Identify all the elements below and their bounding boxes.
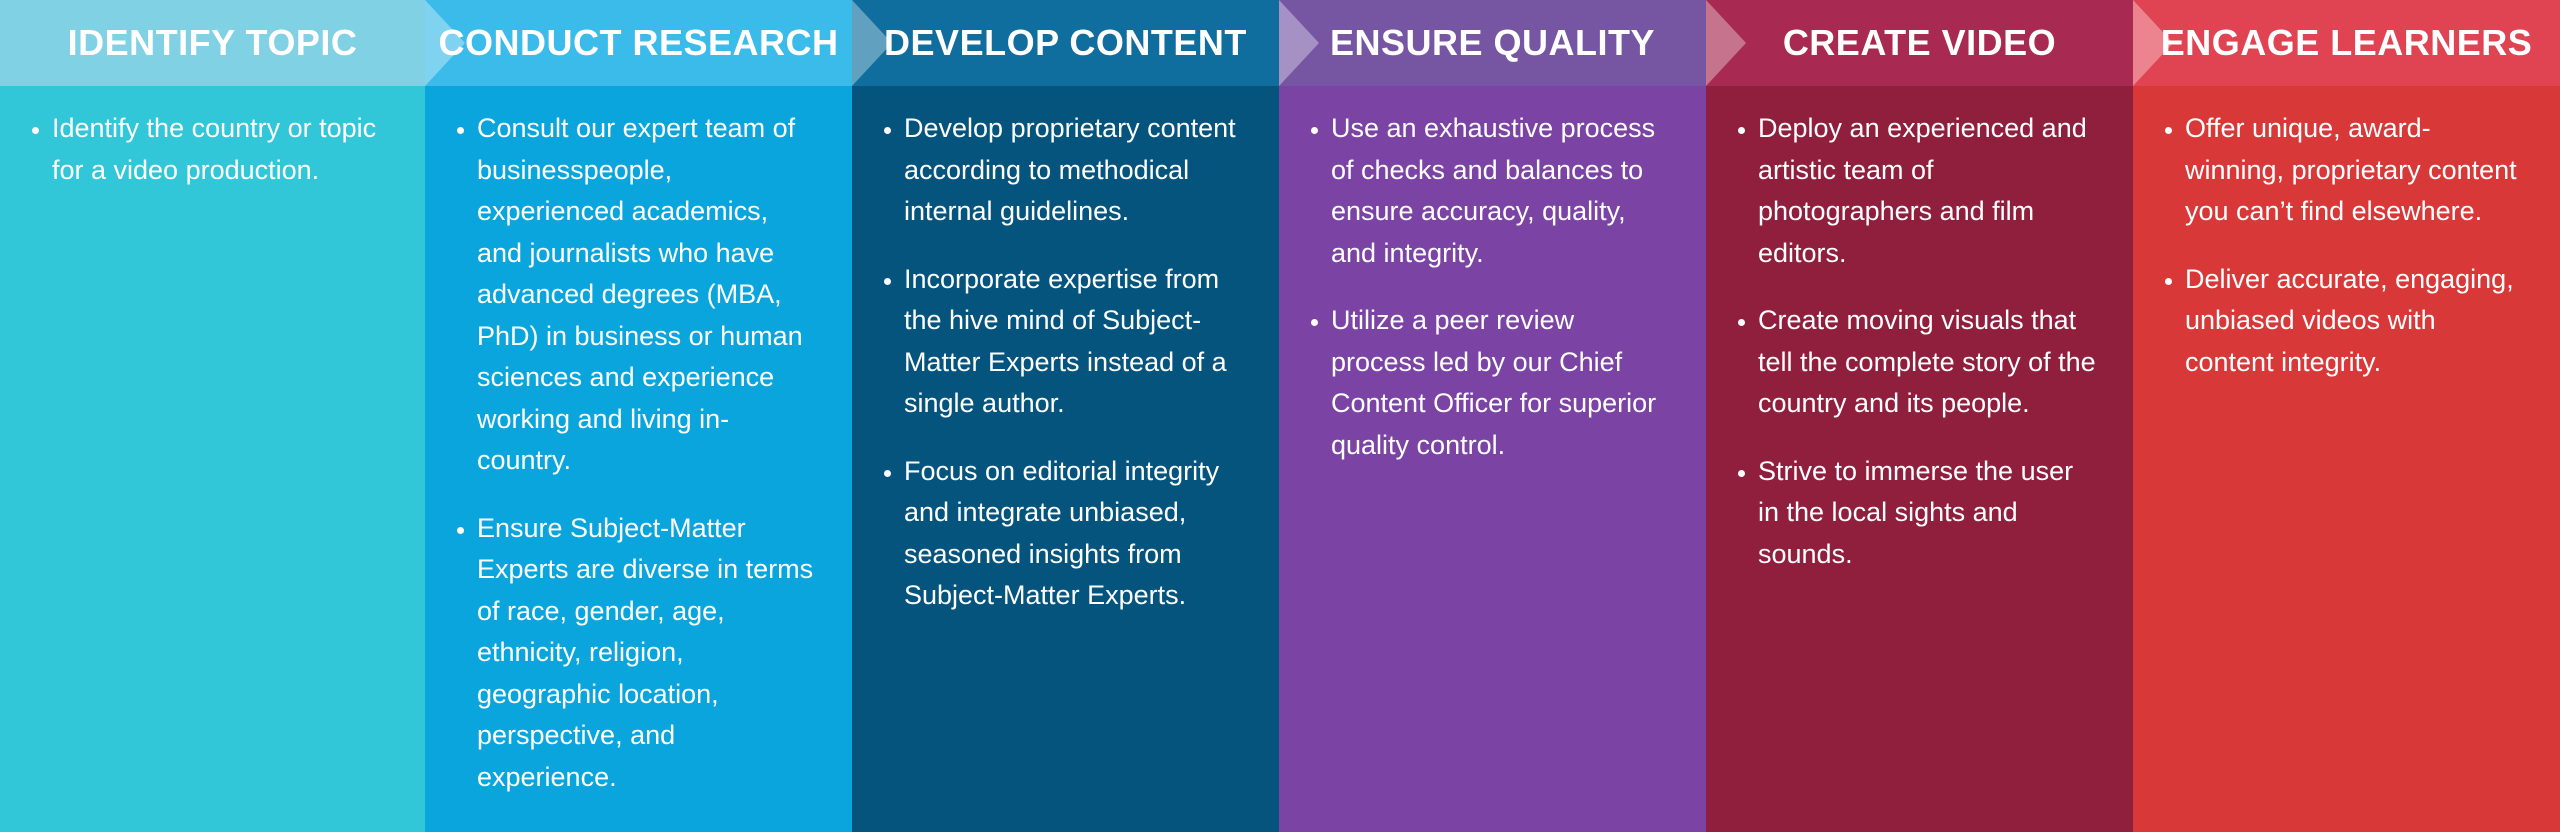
step-title: CONDUCT RESEARCH [438, 22, 839, 63]
bullet-item: Focus on editorial integrity and integra… [904, 451, 1245, 617]
chevron-arrow-icon [1279, 0, 1319, 86]
bullet-list: Deploy an experienced and artistic team … [1732, 108, 2099, 575]
bullet-list: Identify the country or topic for a vide… [26, 108, 391, 191]
bullet-item: Use an exhaustive process of checks and … [1331, 108, 1672, 274]
bullet-item: Offer unique, award-winning, proprietary… [2185, 108, 2526, 233]
step-header: ENSURE QUALITY [1279, 0, 1706, 86]
step-body: Deploy an experienced and artistic team … [1706, 86, 2133, 575]
step-header: DEVELOP CONTENT [852, 0, 1279, 86]
step-create-video: CREATE VIDEO Deploy an experienced and a… [1706, 0, 2133, 832]
step-body: Consult our expert team of businesspeopl… [425, 86, 852, 798]
step-identify-topic: IDENTIFY TOPIC Identify the country or t… [0, 0, 425, 832]
step-title: ENGAGE LEARNERS [2160, 22, 2533, 63]
step-header: IDENTIFY TOPIC [0, 0, 425, 86]
step-title: ENSURE QUALITY [1329, 22, 1656, 63]
step-ensure-quality: ENSURE QUALITY Use an exhaustive process… [1279, 0, 1706, 832]
step-body: Identify the country or topic for a vide… [0, 86, 425, 191]
chevron-arrow-icon [425, 0, 465, 86]
bullet-list: Offer unique, award-winning, proprietary… [2159, 108, 2526, 383]
step-body: Offer unique, award-winning, proprietary… [2133, 86, 2560, 383]
step-body: Develop proprietary content according to… [852, 86, 1279, 617]
step-header: CREATE VIDEO [1706, 0, 2133, 86]
step-body: Use an exhaustive process of checks and … [1279, 86, 1706, 466]
step-header: CONDUCT RESEARCH [425, 0, 852, 86]
chevron-arrow-icon [1706, 0, 1746, 86]
chevron-arrow-icon [2133, 0, 2173, 86]
bullet-item: Utilize a peer review process led by our… [1331, 300, 1672, 466]
bullet-item: Ensure Subject-Matter Experts are divers… [477, 508, 818, 799]
bullet-item: Create moving visuals that tell the comp… [1758, 300, 2099, 425]
bullet-item: Deploy an experienced and artistic team … [1758, 108, 2099, 274]
bullet-item: Develop proprietary content according to… [904, 108, 1245, 233]
step-title: IDENTIFY TOPIC [67, 22, 358, 63]
step-title: DEVELOP CONTENT [884, 22, 1247, 63]
step-conduct-research: CONDUCT RESEARCH Consult our expert team… [425, 0, 852, 832]
step-develop-content: DEVELOP CONTENT Develop proprietary cont… [852, 0, 1279, 832]
bullet-item: Incorporate expertise from the hive mind… [904, 259, 1245, 425]
bullet-item: Strive to immerse the user in the local … [1758, 451, 2099, 576]
step-engage-learners: ENGAGE LEARNERS Offer unique, award-winn… [2133, 0, 2560, 832]
chevron-arrow-icon [852, 0, 892, 86]
bullet-item: Identify the country or topic for a vide… [52, 108, 391, 191]
bullet-list: Use an exhaustive process of checks and … [1305, 108, 1672, 466]
bullet-list: Consult our expert team of businesspeopl… [451, 108, 818, 798]
step-header: ENGAGE LEARNERS [2133, 0, 2560, 86]
bullet-item: Consult our expert team of businesspeopl… [477, 108, 818, 482]
bullet-list: Develop proprietary content according to… [878, 108, 1245, 617]
step-title: CREATE VIDEO [1782, 22, 2057, 63]
bullet-item: Deliver accurate, engaging, unbiased vid… [2185, 259, 2526, 384]
